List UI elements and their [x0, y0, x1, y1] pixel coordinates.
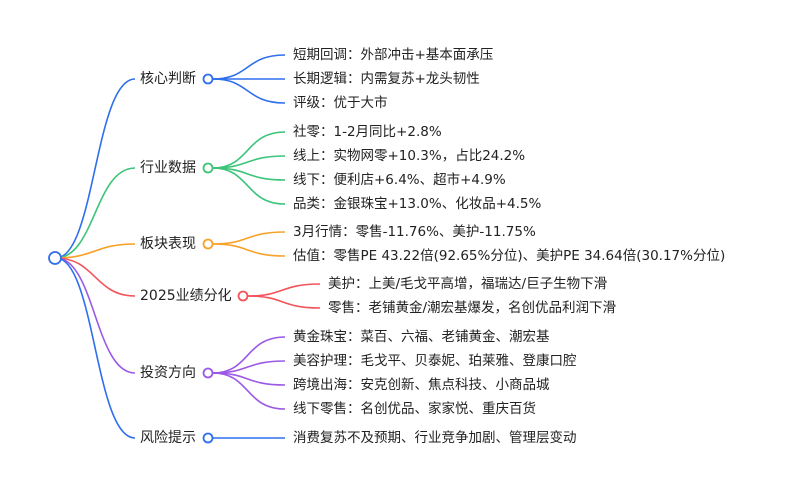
- branch-earnings-divergence[interactable]: 2025业绩分化: [140, 288, 232, 304]
- branch-sector-performance[interactable]: 板块表现: [140, 236, 196, 252]
- leaf-item[interactable]: 品类：金银珠宝+13.0%、化妆品+4.5%: [293, 196, 542, 212]
- link-root-invest: [55, 257, 136, 374]
- earnings-collapse-toggle: [237, 290, 249, 302]
- leaf-item[interactable]: 美护：上美/毛戈平高增，福瑞达/巨子生物下滑: [328, 276, 608, 292]
- invest-collapse-toggle: [202, 367, 214, 379]
- leaf-item[interactable]: 社零：1-2月同比+2.8%: [293, 124, 442, 140]
- branch-core[interactable]: 核心判断: [140, 71, 196, 87]
- leaf-item[interactable]: 线下：便利店+6.4%、超市+4.9%: [293, 172, 506, 188]
- link-root-sector: [55, 243, 136, 259]
- link-root-risk: [55, 257, 136, 439]
- risk-collapse-toggle: [202, 432, 214, 444]
- root-node: [48, 251, 62, 265]
- branch-industry-data[interactable]: 行业数据: [140, 160, 196, 176]
- sector-collapse-toggle: [202, 238, 214, 250]
- core-collapse-toggle: [202, 73, 214, 85]
- leaf-item[interactable]: 消费复苏不及预期、行业竞争加剧、管理层变动: [293, 430, 577, 446]
- link-root-earnings: [55, 257, 136, 297]
- leaf-item[interactable]: 跨境出海：安克创新、焦点科技、小商品城: [293, 377, 550, 393]
- leaf-item[interactable]: 线上：实物网零+10.3%，占比24.2%: [293, 148, 526, 164]
- leaf-item[interactable]: 零售：老铺黄金/潮宏基爆发，名创优品利润下滑: [328, 300, 617, 316]
- link-root-industry: [55, 167, 136, 259]
- branch-investment-direction[interactable]: 投资方向: [140, 365, 196, 381]
- leaf-item[interactable]: 评级：优于大市: [293, 95, 388, 111]
- leaf-item[interactable]: 长期逻辑：内需复苏+龙头韧性: [293, 71, 480, 87]
- leaf-item[interactable]: 估值：零售PE 43.22倍(92.65%分位)、美护PE 34.64倍(30.…: [293, 248, 726, 264]
- leaf-item[interactable]: 3月行情：零售-11.76%、美护-11.75%: [293, 224, 536, 240]
- industry-collapse-toggle: [202, 162, 214, 174]
- leaf-item[interactable]: 线下零售：名创优品、家家悦、重庆百货: [293, 401, 536, 417]
- leaf-item[interactable]: 短期回调：外部冲击+基本面承压: [293, 47, 494, 63]
- leaf-item[interactable]: 美容护理：毛戈平、贝泰妮、珀莱雅、登康口腔: [293, 353, 577, 369]
- branch-risk-warning[interactable]: 风险提示: [140, 430, 196, 446]
- leaf-item[interactable]: 黄金珠宝：菜百、六福、老铺黄金、潮宏基: [293, 329, 550, 345]
- link-root-core: [55, 78, 136, 259]
